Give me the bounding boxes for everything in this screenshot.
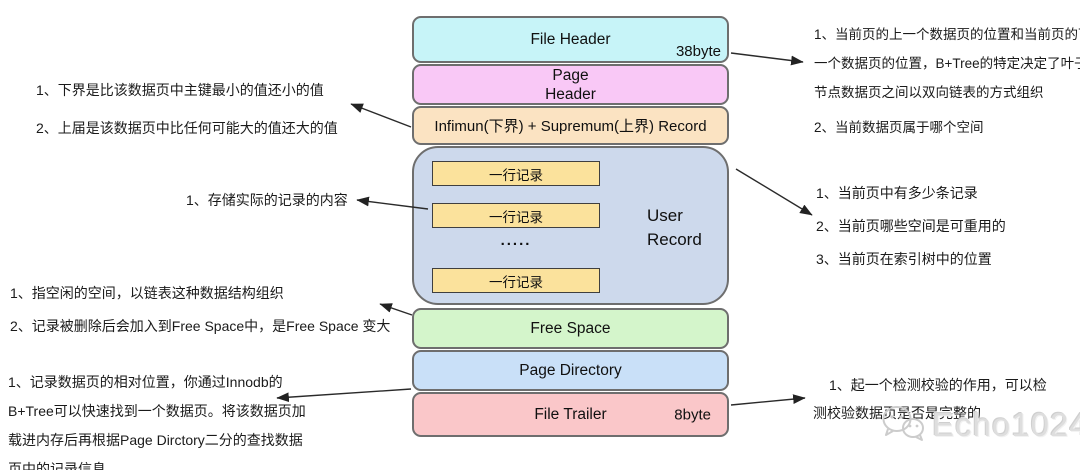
page-header-box: Page Header [412,64,729,105]
record-row: 一行记录 [432,203,600,228]
note-user-record: 1、存储实际的记录的内容 [186,190,348,210]
note-line: 2、记录被删除后会加入到Free Space中，是Free Space 变大 [10,318,391,334]
arrow-infimum-to-left-note [350,103,412,128]
note-line: 1、记录数据页的相对位置，你通过Innodb的 [8,374,283,390]
note-infimum-supremum: 1、下界是比该数据页中主键最小的值还小的值 2、上届是该数据页中比任何可能大的值… [36,71,338,147]
arrow-user-record-to-right-note [735,168,813,216]
infimum-supremum-box: Infimun(下界) + Supremum(上界) Record [412,106,729,145]
note-line: 1、指空闲的空间，以链表这种数据结构组织 [10,285,284,301]
user-record-box: 一行记录 一行记录 ..... 一行记录 User Record [412,146,729,305]
note-line: 2、当前页哪些空间是可重用的 [816,218,1006,234]
record-row-label: 一行记录 [489,274,543,290]
user-record-label-line2: Record [647,230,702,249]
file-trailer-size: 8byte [674,406,711,423]
page-directory-box: Page Directory [412,350,729,391]
infimum-supremum-label: Infimun(下界) + Supremum(上界) Record [434,118,707,135]
note-page-directory: 1、记录数据页的相对位置，你通过Innodb的 B+Tree可以快速找到一个数据… [8,368,306,470]
record-row: 一行记录 [432,268,600,293]
note-line: 2、上届是该数据页中比任何可能大的值还大的值 [36,120,338,136]
record-row-label: 一行记录 [489,167,543,183]
note-line: 页中的记录信息。 [8,461,120,470]
note-line: 1、当前页中有多少条记录 [816,185,978,201]
page-header-label-line1: Page [552,66,589,84]
user-record-label: User Record [647,204,702,252]
note-line: 1、存储实际的记录的内容 [186,192,348,208]
page-header-label-line2: Header [545,85,596,103]
note-line: 1、下界是比该数据页中主键最小的值还小的值 [36,82,324,98]
file-header-size: 38byte [675,43,721,60]
file-trailer-label: File Trailer [534,405,607,423]
arrow-file-header-to-right-note [730,52,804,66]
wechat-icon [882,406,924,441]
watermark-text: Echo1024 [932,406,1080,443]
file-trailer-box: File Trailer 8byte [412,392,729,437]
note-line: 1、当前页的上一个数据页的位置和当前页的下 [814,27,1080,42]
file-header-label: File Header [530,30,611,48]
note-line: 3、当前页在索引树中的位置 [816,251,992,267]
note-free-space: 1、指空闲的空间，以链表这种数据结构组织 2、记录被删除后会加入到Free Sp… [10,277,390,343]
record-row: 一行记录 [432,161,600,186]
record-rows-ellipsis: ..... [500,232,532,249]
record-row-label: 一行记录 [489,209,543,225]
arrow-file-trailer-to-right-note [730,394,806,406]
note-line: 节点数据页之间以双向链表的方式组织 [814,85,1044,100]
note-line: 1、起一个检测校验的作用，可以检 [829,377,1047,393]
user-record-label-line1: User [647,206,683,225]
note-line: B+Tree可以快速找到一个数据页。将该数据页加 [8,403,306,419]
file-header-box: File Header 38byte [412,16,729,63]
note-line: 2、当前数据页属于哪个空间 [814,120,984,135]
note-page-header: 1、当前页中有多少条记录 2、当前页哪些空间是可重用的 3、当前页在索引树中的位… [816,177,1006,276]
note-file-header: 1、当前页的上一个数据页的位置和当前页的下 一个数据页的位置，B+Tree的特定… [814,20,1080,142]
page-directory-label: Page Directory [519,361,622,379]
note-line: 一个数据页的位置，B+Tree的特定决定了叶子 [814,56,1080,71]
free-space-label: Free Space [530,319,611,337]
watermark: Echo1024 [880,404,1080,446]
note-line: 载进内存后再根据Page Dirctory二分的查找数据 [8,432,303,448]
free-space-box: Free Space [412,308,729,349]
